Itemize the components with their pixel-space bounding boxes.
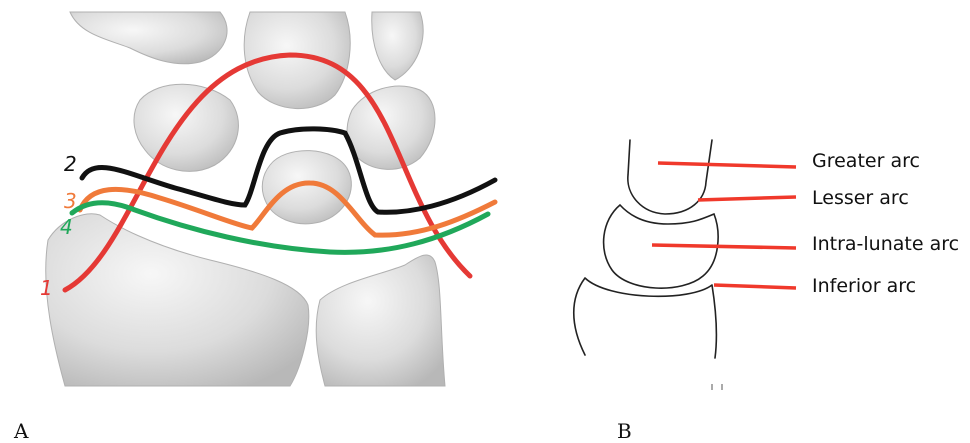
curve-4-label: 4 [60, 215, 73, 239]
greater-arc-label: Greater arc [812, 150, 920, 172]
inferior-arc-line [714, 285, 796, 288]
curve-1-label: 1 [40, 276, 53, 300]
arc-pointer-lines [652, 163, 796, 288]
bone-outline-lower [574, 278, 717, 358]
curve-3-label: 3 [64, 189, 77, 213]
curve-2-label: 2 [64, 152, 77, 176]
lesser-arc-line [698, 197, 796, 200]
lesser-arc-label: Lesser arc [812, 187, 909, 209]
panel-a-letter: A [14, 419, 28, 443]
tick-marks [712, 384, 722, 390]
bone-outline-upper [628, 140, 712, 214]
intra-lunate-arc-label: Intra-lunate arc [812, 233, 959, 255]
inferior-arc-label: Inferior arc [812, 275, 916, 297]
panel-b-letter: B [617, 419, 632, 443]
greater-arc-line [658, 163, 796, 167]
intra-lunate-arc-line [652, 245, 796, 248]
